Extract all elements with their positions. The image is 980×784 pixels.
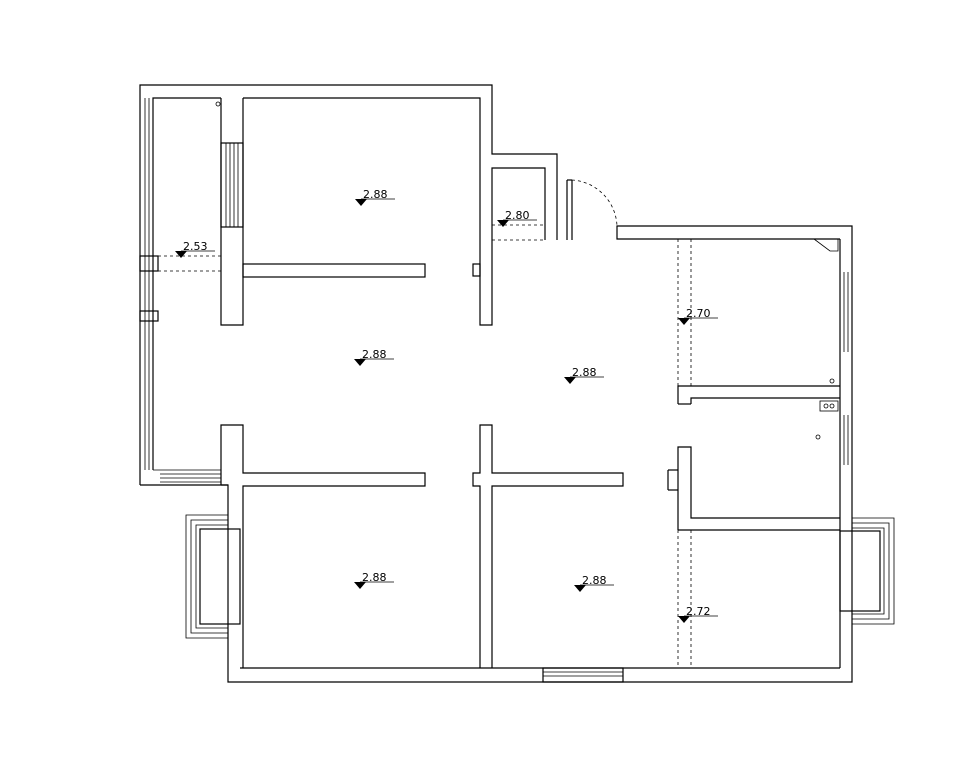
exterior-walls xyxy=(139,84,853,683)
height-label: 2.88 xyxy=(362,348,387,361)
height-marker: 2.88 xyxy=(354,348,394,366)
height-marker: 2.53 xyxy=(175,240,215,258)
height-marker: 2.88 xyxy=(574,574,614,592)
height-label: 2.88 xyxy=(362,571,387,584)
height-marker: 2.70 xyxy=(678,307,718,325)
left-balcony-window xyxy=(139,98,221,483)
height-marker: 2.80 xyxy=(497,209,537,227)
upper-bedroom-wall xyxy=(242,263,481,278)
right-rooms xyxy=(667,238,849,531)
height-marker: 2.88 xyxy=(354,571,394,589)
bottom-window xyxy=(542,667,624,683)
height-marker: 2.88 xyxy=(564,366,604,384)
height-label: 2.72 xyxy=(686,605,711,618)
dashed-boundaries xyxy=(158,224,692,668)
height-label: 2.80 xyxy=(505,209,530,222)
right-bay-window xyxy=(839,517,895,625)
partition-column-left xyxy=(215,98,244,326)
left-bay-window xyxy=(185,514,241,639)
height-label: 2.88 xyxy=(363,188,388,201)
lower-walls xyxy=(220,424,624,668)
height-marker: 2.72 xyxy=(678,605,718,623)
height-label: 2.88 xyxy=(572,366,597,379)
height-marker: 2.88 xyxy=(355,188,395,206)
height-label: 2.70 xyxy=(686,307,711,320)
height-label: 2.88 xyxy=(582,574,607,587)
entry-door xyxy=(566,179,618,240)
height-label: 2.53 xyxy=(183,240,208,253)
